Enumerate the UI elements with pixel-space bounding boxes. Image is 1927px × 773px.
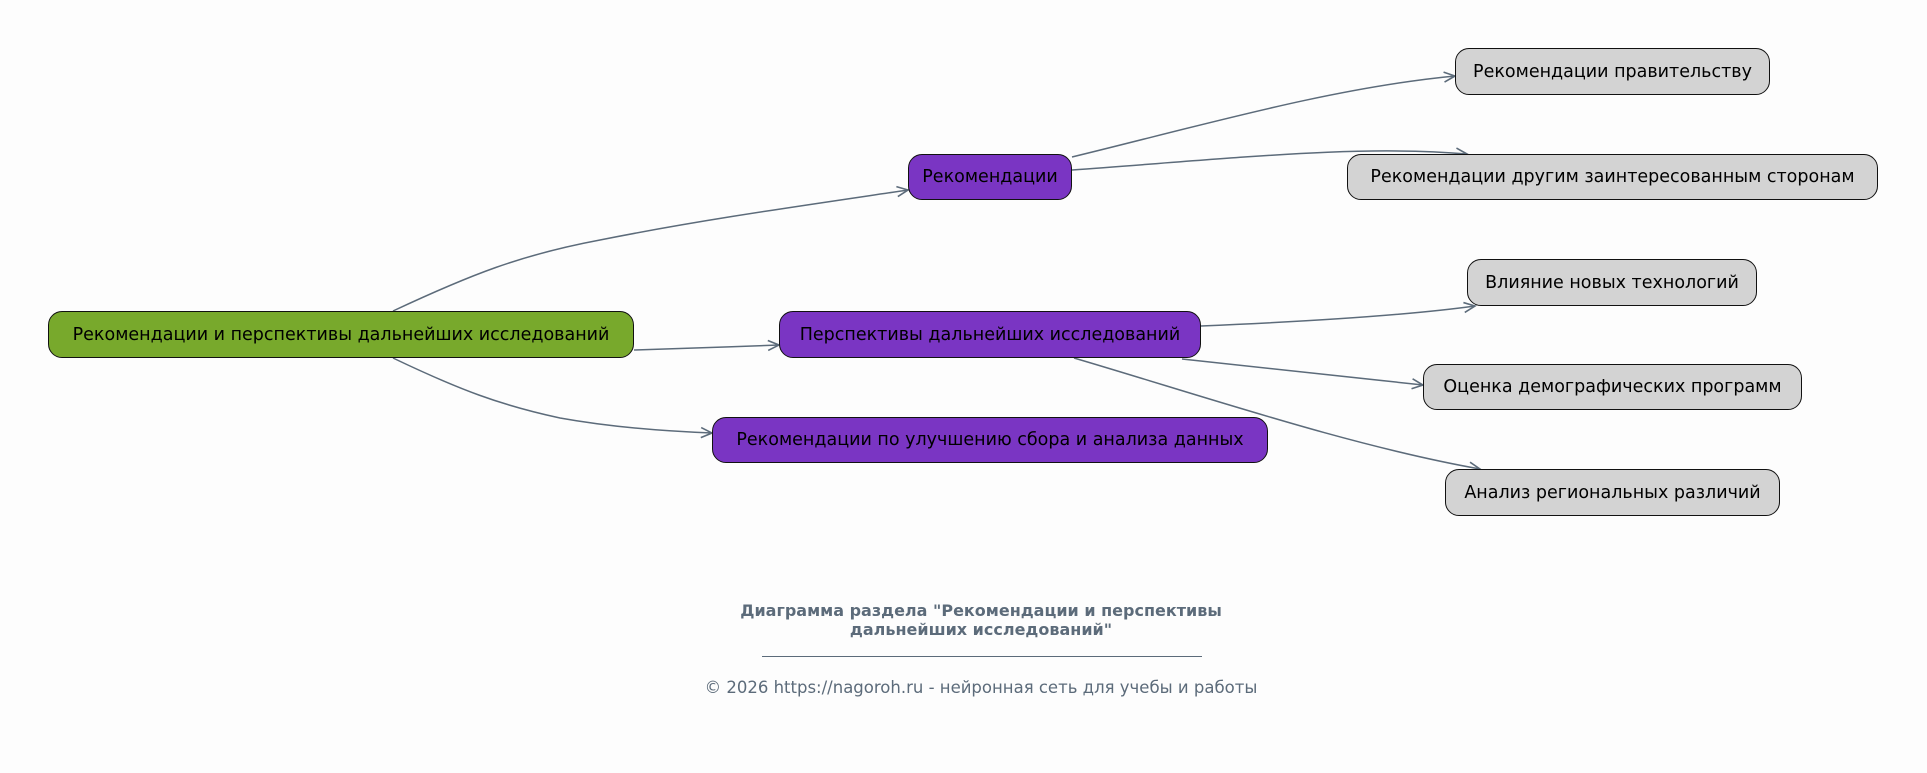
node-stakeholders[interactable]: Рекомендации другим заинтересованным сто… <box>1347 154 1878 200</box>
edge-rec-government <box>1071 71 1457 158</box>
node-label: Рекомендации по улучшению сбора и анализ… <box>736 430 1244 450</box>
node-demographic[interactable]: Оценка демографических программ <box>1423 364 1802 410</box>
edge-persp-technologies <box>1200 301 1477 327</box>
node-technologies[interactable]: Влияние новых технологий <box>1467 259 1757 306</box>
node-label: Рекомендации правительству <box>1473 61 1752 82</box>
title-line-1: Диаграмма раздела "Рекомендации и перспе… <box>740 601 1222 620</box>
node-perspectives[interactable]: Перспективы дальнейших исследований <box>779 311 1201 358</box>
divider <box>762 656 1202 657</box>
edge-root-perspectives <box>633 339 781 352</box>
edge-root-recommendations <box>392 185 910 312</box>
node-label: Влияние новых технологий <box>1485 272 1739 293</box>
node-recommendations[interactable]: Рекомендации <box>908 154 1072 200</box>
node-label: Рекомендации другим заинтересованным сто… <box>1370 167 1855 187</box>
node-regional[interactable]: Анализ региональных различий <box>1445 469 1780 516</box>
node-government[interactable]: Рекомендации правительству <box>1455 48 1770 95</box>
edge-persp-demographic <box>1181 358 1425 390</box>
node-label: Оценка демографических программ <box>1443 377 1782 397</box>
edge-persp-regional <box>1073 357 1482 473</box>
node-root[interactable]: Рекомендации и перспективы дальнейших ис… <box>48 311 634 358</box>
node-data-improvement[interactable]: Рекомендации по улучшению сбора и анализ… <box>712 417 1268 463</box>
edge-root-data <box>392 357 714 439</box>
diagram-title: Диаграмма раздела "Рекомендации и перспе… <box>0 601 1927 639</box>
title-line-2: дальнейших исследований" <box>849 620 1113 639</box>
edge-rec-stakeholders <box>1071 147 1469 171</box>
node-label: Рекомендации <box>922 167 1058 187</box>
node-label: Перспективы дальнейших исследований <box>799 324 1181 345</box>
node-label: Анализ региональных различий <box>1464 482 1761 503</box>
copyright: © 2026 https://nagoroh.ru - нейронная се… <box>704 678 1258 697</box>
node-label: Рекомендации и перспективы дальнейших ис… <box>72 324 610 345</box>
